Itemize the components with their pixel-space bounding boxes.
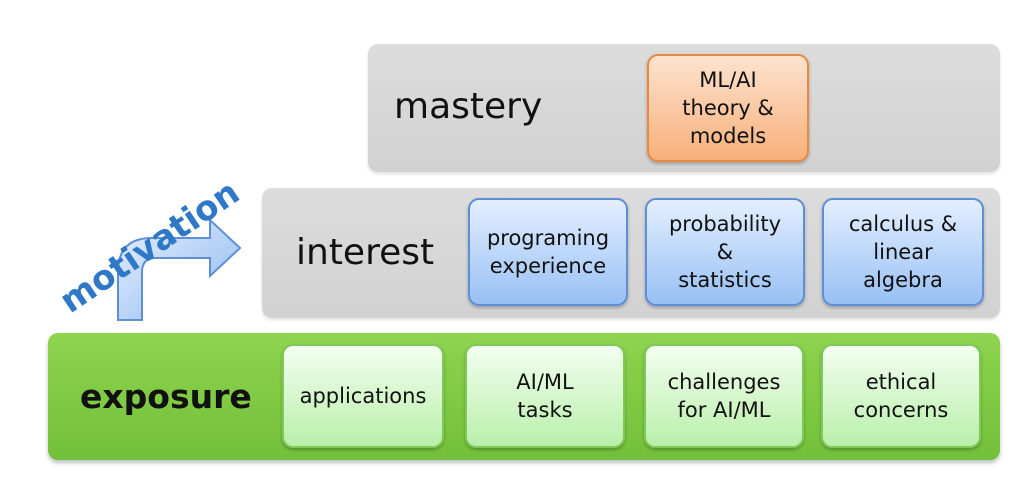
exposure-box-ai-ml-tasks: AI/ML tasks: [465, 344, 625, 448]
box-text: challenges for AI/ML: [667, 370, 781, 422]
interest-box-programming: programing experience: [468, 198, 628, 306]
exposure-box-applications: applications: [282, 344, 444, 448]
box-text: ML/AI theory & models: [682, 68, 774, 148]
box-text: probability & statistics: [668, 212, 782, 292]
mastery-label: mastery: [394, 86, 543, 127]
interest-label: interest: [296, 232, 435, 273]
exposure-label: exposure: [80, 377, 252, 416]
mastery-box-ml-ai-theory: ML/AI theory & models: [647, 54, 809, 162]
box-text: AI/ML tasks: [516, 370, 574, 422]
box-text: calculus & linear algebra: [848, 212, 958, 292]
interest-box-calculus: calculus & linear algebra: [822, 198, 984, 306]
box-text: applications: [299, 384, 427, 408]
motivation-arrow-shape: [117, 217, 242, 321]
exposure-box-challenges: challenges for AI/ML: [644, 344, 804, 448]
interest-box-probability: probability & statistics: [645, 198, 805, 306]
exposure-box-ethical: ethical concerns: [821, 344, 981, 448]
box-text: programing experience: [486, 226, 610, 278]
box-text: ethical concerns: [853, 370, 949, 422]
